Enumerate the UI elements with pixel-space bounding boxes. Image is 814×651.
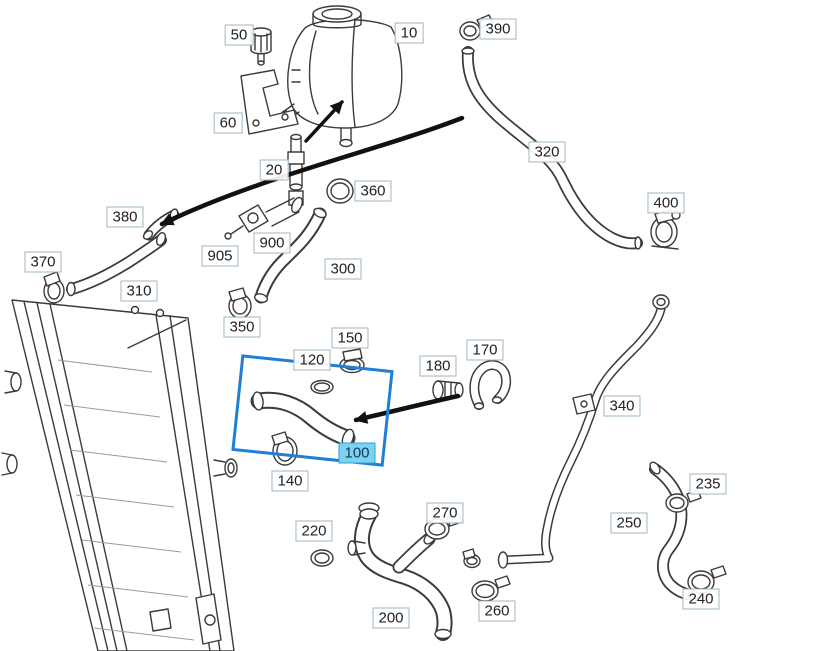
- hose-170-drawing: [469, 360, 512, 410]
- expansion-tank-drawing: [280, 5, 403, 148]
- pipe-340-drawing: [462, 294, 670, 569]
- arrow-to-tank-port: [304, 100, 344, 143]
- radiator-drawing: [1, 299, 238, 651]
- valve-drawing: [224, 196, 303, 240]
- part-label-235[interactable]: 235: [689, 473, 727, 495]
- hose-320-drawing: [461, 46, 643, 250]
- clamp-350-drawing: [228, 287, 252, 319]
- part-label-320[interactable]: 320: [528, 141, 566, 163]
- part-label-270[interactable]: 270: [426, 502, 464, 524]
- part-label-150[interactable]: 150: [331, 327, 369, 349]
- part-label-260[interactable]: 260: [478, 600, 516, 622]
- part-label-60[interactable]: 60: [213, 112, 243, 134]
- part-label-380[interactable]: 380: [106, 206, 144, 228]
- clamp-140-drawing: [271, 431, 298, 466]
- part-label-180[interactable]: 180: [419, 355, 457, 377]
- part-label-300[interactable]: 300: [324, 258, 362, 280]
- part-label-370[interactable]: 370: [24, 251, 62, 273]
- oring-120-drawing: [310, 379, 334, 395]
- part-label-120[interactable]: 120: [293, 349, 331, 371]
- hose-300-drawing: [253, 207, 327, 304]
- part-label-200[interactable]: 200: [372, 607, 410, 629]
- part-label-390[interactable]: 390: [479, 18, 517, 40]
- oring-220-drawing: [310, 549, 334, 567]
- part-label-50[interactable]: 50: [224, 24, 254, 46]
- part-label-340[interactable]: 340: [603, 395, 641, 417]
- part-label-220[interactable]: 220: [295, 520, 333, 542]
- oring-360-drawing: [326, 178, 354, 204]
- part-label-360[interactable]: 360: [354, 180, 392, 202]
- part-label-140[interactable]: 140: [271, 470, 309, 492]
- clamp-370-drawing: [43, 271, 65, 304]
- pointer-arrows: [159, 100, 465, 424]
- part-label-905[interactable]: 905: [201, 245, 239, 267]
- part-label-400[interactable]: 400: [647, 192, 685, 214]
- clamp-240-drawing: [687, 565, 727, 594]
- clamp-150-drawing: [339, 348, 365, 374]
- hose-310-drawing: [66, 232, 167, 297]
- part-label-100[interactable]: 100: [338, 442, 376, 464]
- part-label-20[interactable]: 20: [259, 159, 289, 181]
- part-label-240[interactable]: 240: [682, 588, 720, 610]
- part-label-10[interactable]: 10: [394, 22, 424, 44]
- bracket-drawing: [240, 69, 299, 135]
- arrow-to-connection-point: [159, 115, 465, 227]
- part-label-170[interactable]: 170: [466, 339, 504, 361]
- arrow-to-hose-100: [353, 393, 461, 424]
- part-label-250[interactable]: 250: [610, 512, 648, 534]
- part-label-350[interactable]: 350: [223, 316, 261, 338]
- part-label-310[interactable]: 310: [120, 280, 158, 302]
- hose-200-drawing: [347, 502, 453, 641]
- part-label-900[interactable]: 900: [253, 232, 291, 254]
